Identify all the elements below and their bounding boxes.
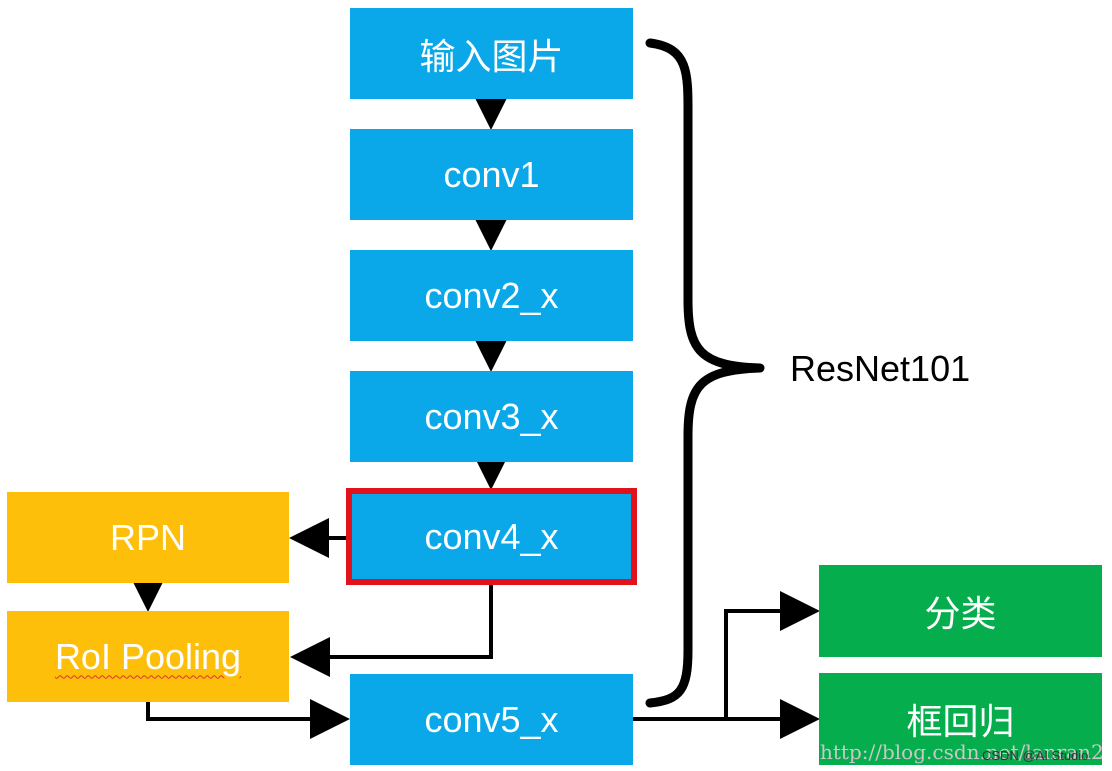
resnet-brace (645, 38, 765, 708)
brace-label: ResNet101 (790, 348, 971, 389)
arrow-conv4-roi (290, 585, 493, 677)
node-input-image-label: 输入图片 (419, 35, 564, 77)
node-conv5-label: conv5_x (424, 698, 559, 740)
node-box-regression: 框回归 (819, 673, 1102, 765)
node-classification: 分类 (819, 565, 1102, 657)
node-conv1-label: conv1 (443, 153, 540, 195)
node-conv4: conv4_x (346, 488, 637, 585)
watermark-credit: CSDN @AI Studio (982, 748, 1089, 763)
node-conv2: conv2_x (350, 250, 633, 341)
node-box-regression-label: 框回归 (906, 701, 1015, 742)
arrow-roi-conv5 (146, 699, 350, 739)
node-conv3-label: conv3_x (424, 395, 559, 437)
node-conv5: conv5_x (350, 674, 633, 765)
node-conv4-label: conv4_x (424, 515, 559, 557)
node-rpn: RPN (7, 492, 289, 583)
node-roi-pooling-label: RoI Pooling (54, 635, 242, 677)
node-rpn-label: RPN (109, 516, 186, 558)
node-conv3: conv3_x (350, 371, 633, 462)
node-classification-label: 分类 (924, 593, 997, 634)
node-conv2-label: conv2_x (424, 274, 559, 316)
arrow-conv5-cls (724, 591, 820, 719)
node-conv1: conv1 (350, 129, 633, 220)
watermark-url: http://blog.csdn.net/lanran2 (820, 740, 1104, 764)
node-input-image: 输入图片 (350, 8, 633, 99)
node-roi-pooling: RoI Pooling (7, 611, 289, 702)
